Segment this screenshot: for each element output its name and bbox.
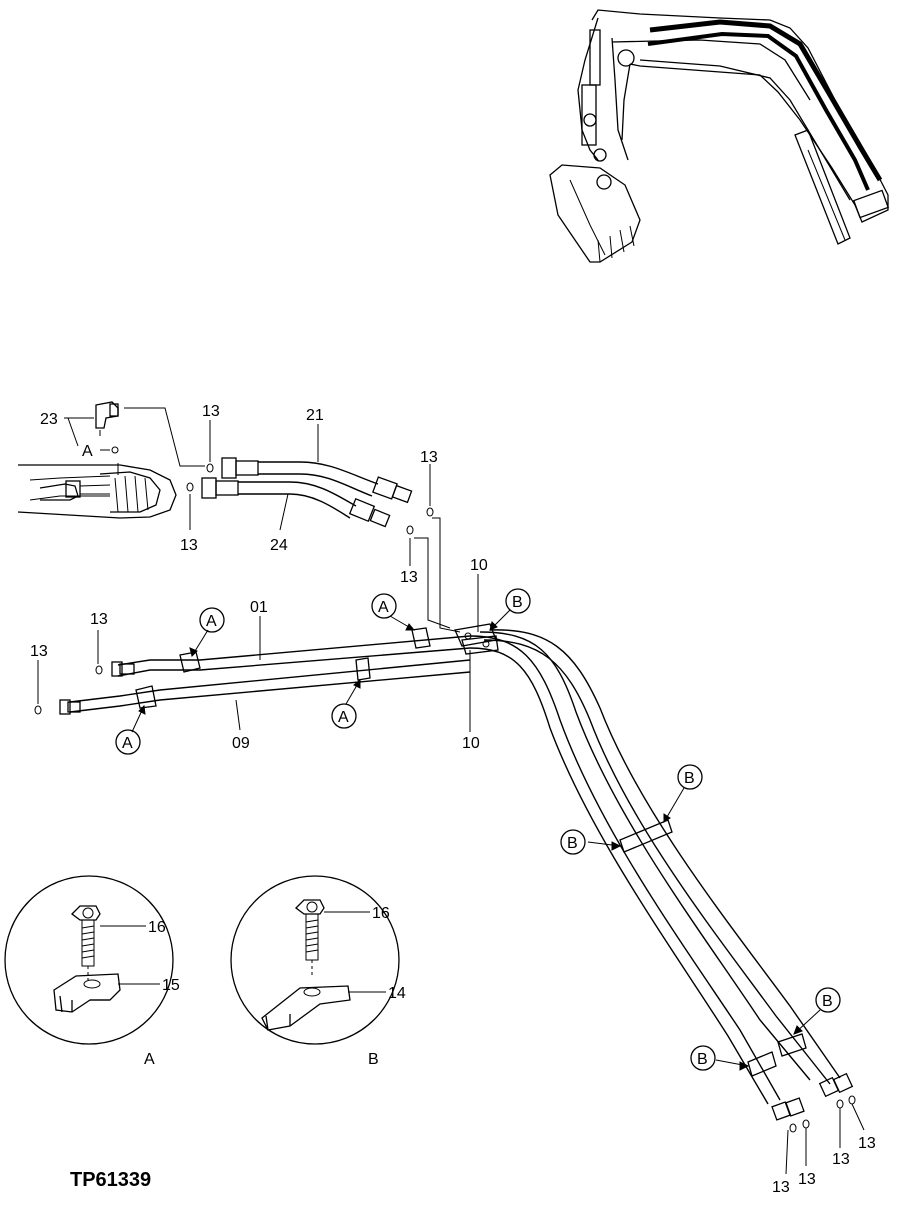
pipe-09 bbox=[59, 659, 471, 715]
callout-21: 21 bbox=[306, 407, 324, 424]
detail-view-b: 16 14 B bbox=[230, 875, 406, 1068]
o-ring-13-c bbox=[426, 507, 434, 517]
marker-a-1: A bbox=[199, 607, 225, 633]
detail-b-label: B bbox=[368, 1051, 379, 1068]
pipe-01 bbox=[111, 635, 471, 677]
svg-text:A: A bbox=[206, 613, 217, 630]
hose-21 bbox=[221, 457, 413, 504]
svg-text:B: B bbox=[512, 594, 523, 611]
leader-23 bbox=[64, 417, 110, 451]
callout-23: 23 bbox=[40, 411, 58, 428]
marker-a-2: A bbox=[115, 729, 141, 755]
svg-text:B: B bbox=[697, 1051, 708, 1068]
marker-a-4: A bbox=[371, 593, 397, 619]
callout-15: 15 bbox=[162, 977, 180, 994]
circle-markers: A A A A B B B B B bbox=[115, 588, 841, 1071]
marker-b-4: B bbox=[815, 987, 841, 1013]
callout-10-top: 10 bbox=[470, 557, 488, 574]
excavator-boom-illustration bbox=[549, 9, 890, 263]
callout-01: 01 bbox=[250, 599, 268, 616]
routing-line-1 bbox=[432, 517, 461, 633]
o-ring-13-e bbox=[95, 665, 103, 675]
o-ring-13-f bbox=[34, 705, 42, 715]
callout-13-r3: 13 bbox=[832, 1151, 850, 1168]
marker-a-3: A bbox=[331, 703, 357, 729]
callout-labels: 23 A 13 13 21 24 13 13 13 13 01 09 10 10… bbox=[30, 403, 876, 1196]
svg-text:A: A bbox=[122, 735, 133, 752]
svg-text:B: B bbox=[822, 993, 833, 1010]
callout-a-top: A bbox=[82, 443, 93, 460]
elbow-fitting-23 bbox=[95, 401, 205, 475]
callout-13-c: 13 bbox=[420, 449, 438, 466]
svg-text:A: A bbox=[378, 599, 389, 616]
o-ring-13-a bbox=[206, 463, 214, 473]
boom-hose-bundle bbox=[469, 629, 841, 1105]
detail-view-a: 16 15 A bbox=[4, 875, 180, 1068]
clamp-a-2 bbox=[135, 685, 157, 709]
callout-24: 24 bbox=[270, 537, 288, 554]
callout-16-b: 16 bbox=[372, 905, 390, 922]
clamp-a-4 bbox=[411, 627, 431, 649]
end-fittings-lower-left bbox=[771, 1097, 810, 1133]
callout-13-b: 13 bbox=[180, 537, 198, 554]
svg-text:B: B bbox=[567, 835, 578, 852]
detail-a-label: A bbox=[144, 1051, 155, 1068]
callout-13-a: 13 bbox=[202, 403, 220, 420]
clamp-b-mid bbox=[619, 819, 673, 853]
callout-13-d: 13 bbox=[400, 569, 418, 586]
callout-10-bot: 10 bbox=[462, 735, 480, 752]
routing-line-2 bbox=[414, 537, 451, 629]
svg-text:A: A bbox=[338, 709, 349, 726]
figure-code: TP61339 bbox=[70, 1169, 151, 1191]
callout-16-a: 16 bbox=[148, 919, 166, 936]
svg-text:B: B bbox=[684, 770, 695, 787]
clamp-b-lower-right bbox=[777, 1033, 807, 1057]
o-ring-13-b bbox=[186, 482, 194, 492]
clamp-b-lower-left bbox=[747, 1051, 777, 1077]
callout-14: 14 bbox=[388, 985, 406, 1002]
o-ring-13-d bbox=[406, 525, 414, 535]
marker-b-3: B bbox=[560, 829, 586, 855]
callout-13-f: 13 bbox=[30, 643, 48, 660]
hose-24 bbox=[201, 477, 391, 528]
marker-arrows bbox=[131, 609, 821, 1071]
callout-13-r2: 13 bbox=[798, 1171, 816, 1188]
end-fittings-lower-right bbox=[818, 1072, 856, 1109]
callout-09: 09 bbox=[232, 735, 250, 752]
marker-b-1: B bbox=[505, 588, 531, 614]
callout-13-e: 13 bbox=[90, 611, 108, 628]
leader-lines bbox=[37, 420, 865, 1175]
clamp-a-1 bbox=[179, 651, 201, 673]
arm-cylinder-section bbox=[17, 464, 177, 519]
marker-b-2: B bbox=[677, 764, 703, 790]
marker-b-5: B bbox=[690, 1045, 716, 1071]
clamp-a-3 bbox=[355, 657, 371, 681]
callout-13-r4: 13 bbox=[858, 1135, 876, 1152]
callout-13-r1: 13 bbox=[772, 1179, 790, 1196]
